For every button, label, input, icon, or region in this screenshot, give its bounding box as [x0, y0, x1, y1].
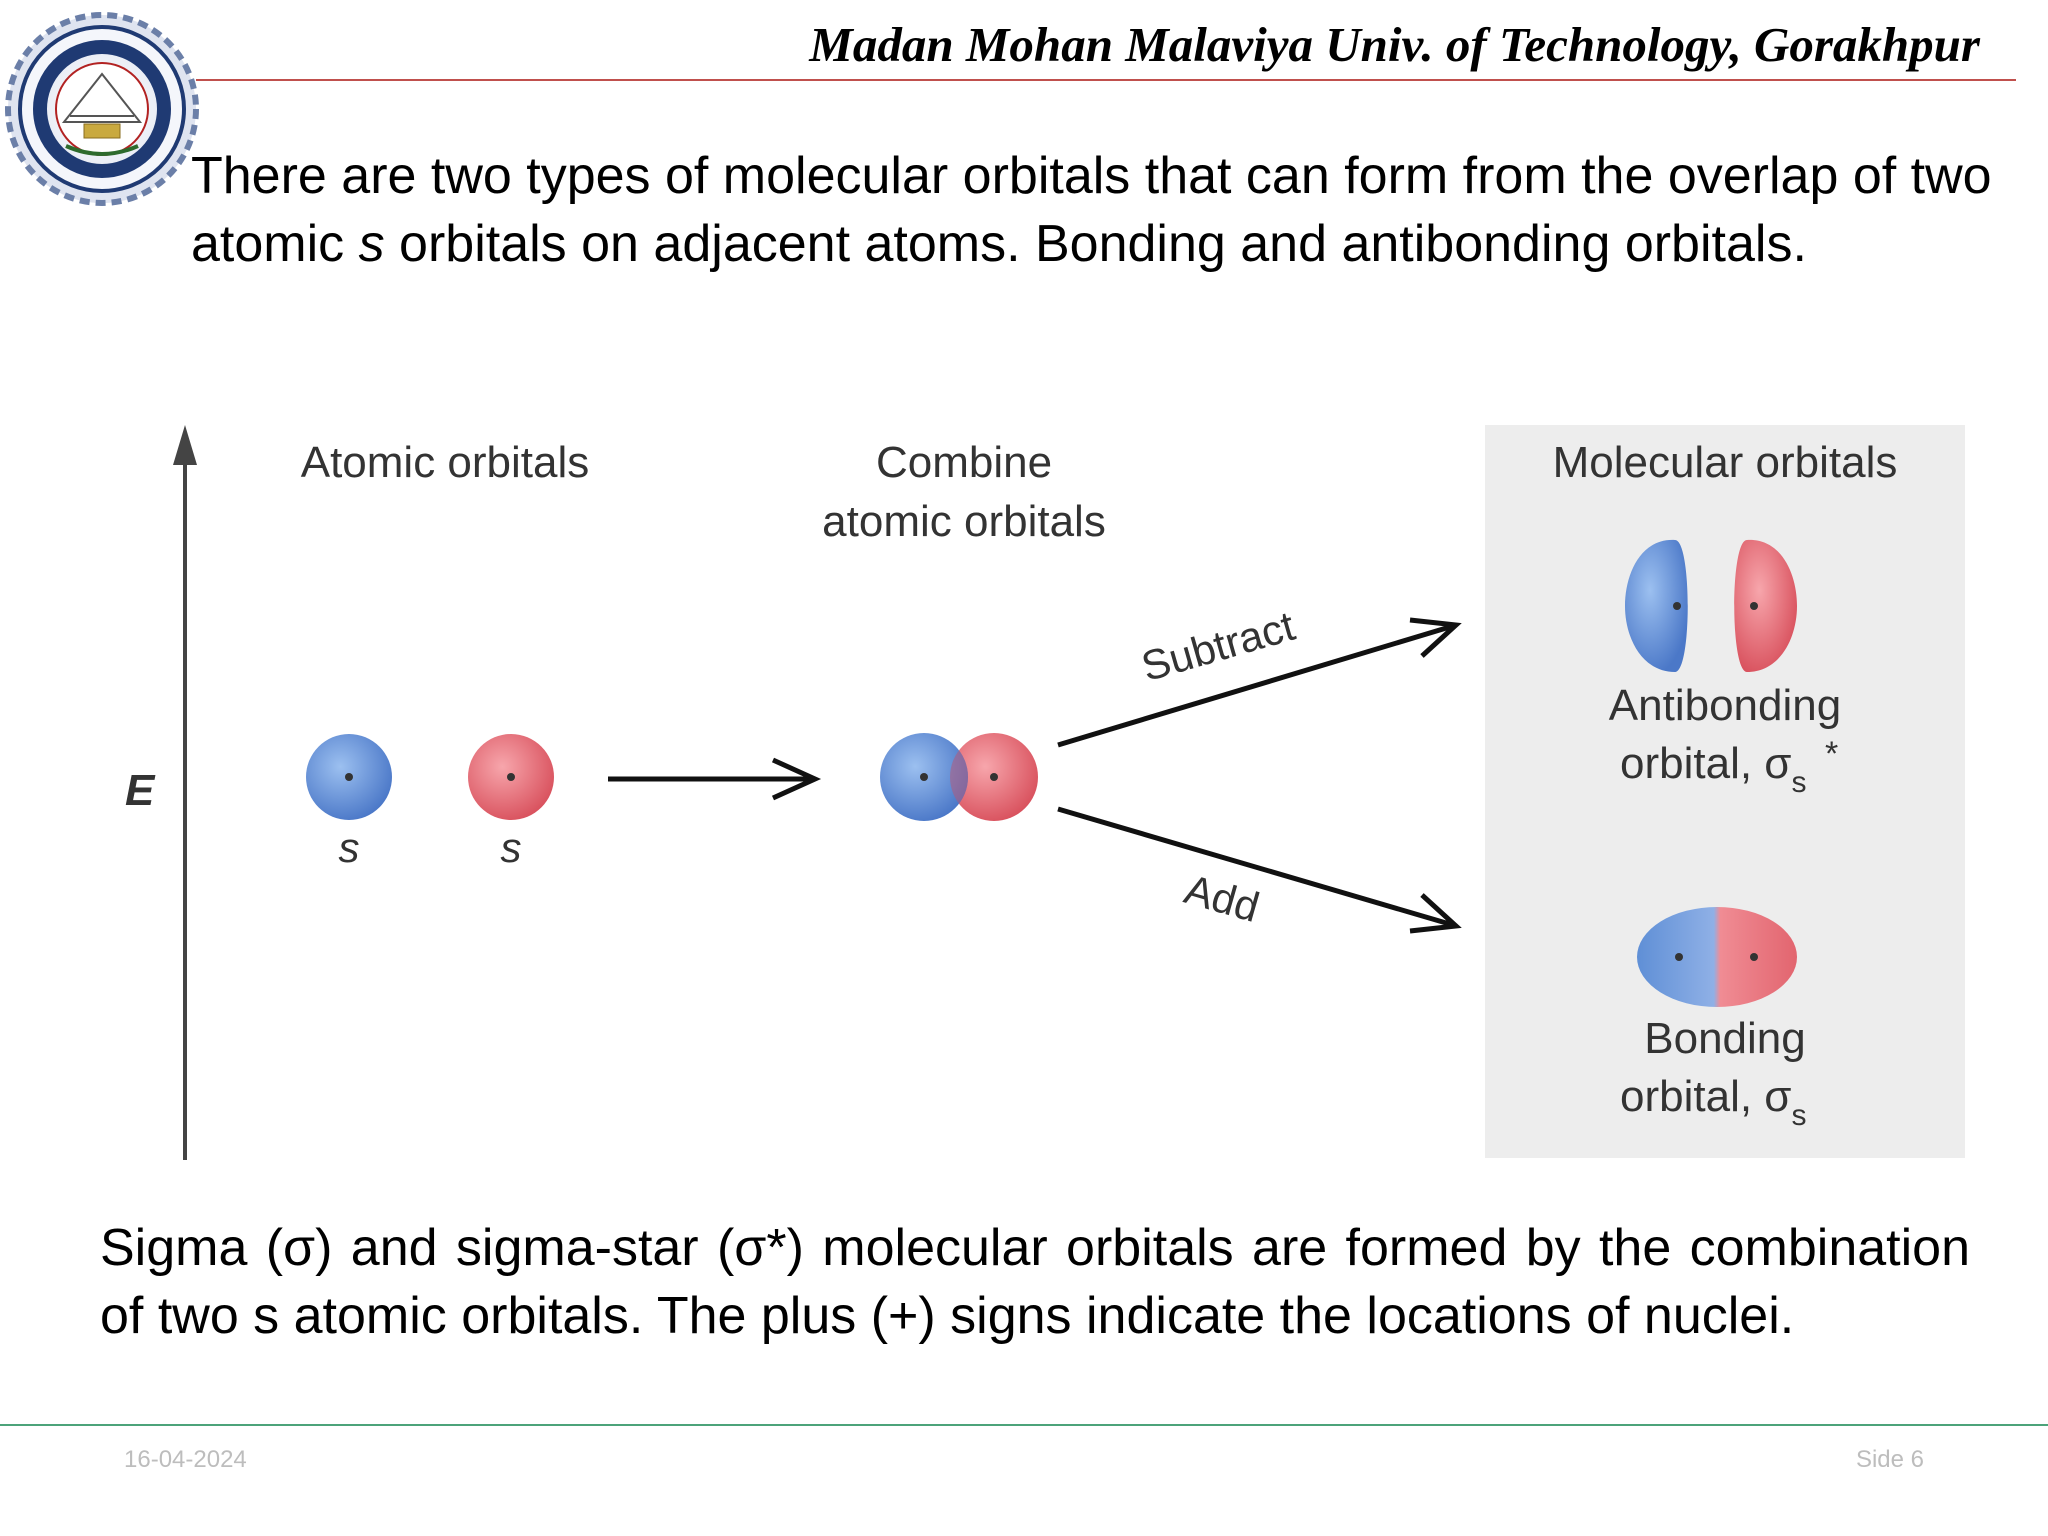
subtract-arrow [1057, 623, 1454, 748]
bonding-label-line1: Bonding [1644, 1014, 1805, 1063]
molecular-orbital-diagram: E Atomic orbitals Combine atomic orbital… [125, 425, 1965, 1160]
molecular-orbitals-header: Molecular orbitals [1553, 438, 1898, 487]
bonding-orbital [1637, 907, 1797, 1007]
antibonding-sigma: orbital, σ [1620, 739, 1791, 788]
molecular-panel [1485, 425, 1965, 1158]
caption-paragraph: Sigma (σ) and sigma-star (σ*) molecular … [100, 1219, 1970, 1345]
antibonding-orbital [1625, 539, 1797, 672]
energy-axis-arrowhead [173, 425, 197, 465]
bonding-subscript: s [1791, 1099, 1806, 1132]
add-label: Add [1180, 865, 1265, 931]
footer-divider [0, 1424, 2048, 1426]
subtract-arrowhead [1409, 617, 1462, 658]
s-label-1: s [339, 824, 360, 871]
combine-arrowhead [771, 757, 822, 801]
combine-header-line2: atomic orbitals [822, 497, 1106, 546]
add-arrow [1057, 806, 1454, 928]
intro-text-part2: orbitals on adjacent atoms. Bonding and … [384, 215, 1807, 273]
s-label-2: s [501, 824, 522, 871]
header-title: Madan Mohan Malaviya Univ. of Technology… [809, 17, 1980, 72]
add-arrowhead [1409, 893, 1462, 934]
footer-date: 16-04-2024 [124, 1446, 247, 1473]
antibonding-subscript: s [1791, 766, 1806, 799]
bonding-label-line2: orbital, σs [1620, 1072, 1806, 1132]
s-orbital-red [468, 734, 554, 820]
antibonding-star: * [1825, 735, 1838, 773]
university-seal-icon [5, 12, 199, 206]
energy-axis-label: E [125, 766, 156, 815]
intro-text-part1: There are two types of molecular orbital… [191, 147, 1992, 273]
s-orbital-blue [306, 734, 392, 820]
intro-paragraph: There are two types of molecular orbital… [191, 142, 2021, 278]
combine-header-line1: Combine [876, 438, 1052, 487]
bonding-sigma: orbital, σ [1620, 1072, 1791, 1121]
overlapping-orbitals [880, 733, 1038, 821]
antibonding-label-line1: Antibonding [1609, 681, 1841, 730]
intro-text-italic: s [358, 215, 385, 273]
header-divider [196, 79, 2016, 81]
antibonding-label-line2: orbital, σs [1620, 739, 1806, 799]
atomic-orbitals-header: Atomic orbitals [301, 438, 590, 487]
footer-slide-number: Side 6 [1855, 1446, 1924, 1473]
